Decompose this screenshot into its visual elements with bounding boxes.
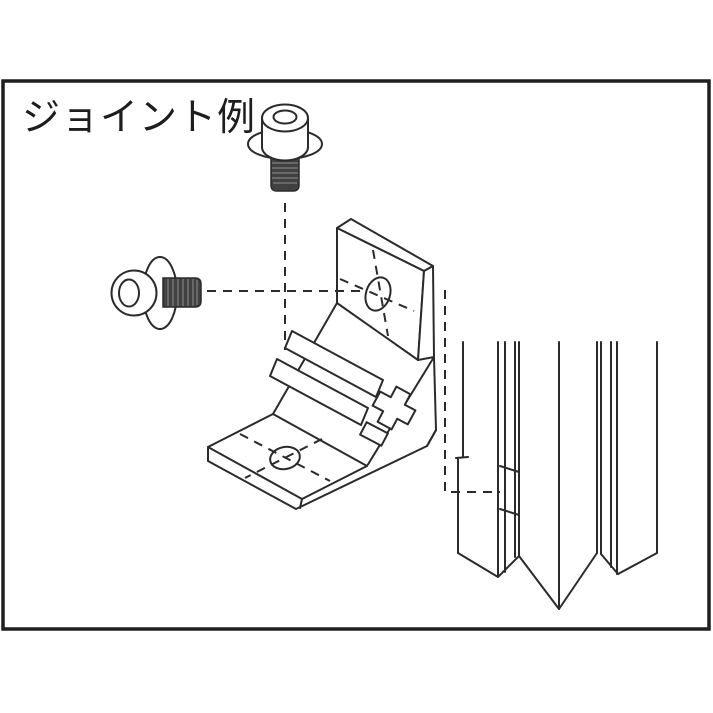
extrusion-bottom-center-v [518,552,598,610]
tab-cross-upper [371,385,417,431]
bracket-slot-tabs [359,385,417,447]
top-bolt-shank [270,151,300,192]
diagram-frame-border [1,79,711,631]
left-bolt-hex-socket [118,278,140,308]
assembly-guide-to-extrusion [444,290,500,493]
aluminum-extrusion [455,341,658,610]
tab-lower [359,421,389,447]
top-bolt-hex-socket [272,109,298,125]
rib-bar-upper [284,330,384,398]
bracket-bottom-flange [207,413,437,510]
diagram-title: ジョイント例 [22,97,256,139]
top-bolt-head [261,103,309,162]
extrusion-slot-ticks [499,465,520,516]
left-bolt [110,256,202,330]
corner-bracket [207,218,437,510]
left-bolt-shank [162,277,202,308]
left-bolt-head [110,269,158,317]
top-bolt [247,103,323,192]
extrusion-bottom-right-v [600,552,658,575]
rib-bar-lower [269,358,369,426]
bracket-top-hole [339,249,415,337]
extrusion-bottom-left-v [457,552,520,578]
bracket-rib-bars [269,330,384,426]
bracket-bottom-hole [239,433,331,482]
